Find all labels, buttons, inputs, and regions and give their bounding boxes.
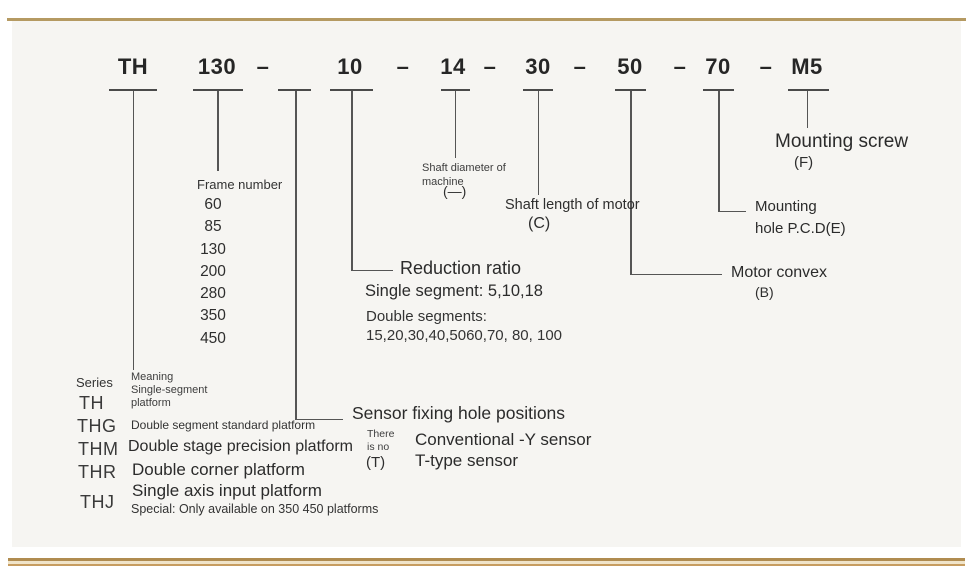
bottom-border-line-outer <box>8 558 965 561</box>
mounting-hole-line2: hole P.C.D(E) <box>755 220 846 237</box>
series-code-th: TH <box>79 393 104 413</box>
leader-line-shaft-diameter <box>454 91 456 158</box>
tick-bar-motor-convex <box>615 89 646 91</box>
sensor-note-line2: is no <box>367 441 390 453</box>
sensor-option-ttype: T-type sensor <box>415 451 518 470</box>
code-separator: – <box>256 54 270 79</box>
tick-bar-frame <box>193 89 243 91</box>
series-label: Series <box>76 375 113 390</box>
code-segment-mounting-screw: M5 <box>791 54 823 79</box>
frame-number-value: 450 <box>200 329 226 347</box>
mounting-screw-label: Mounting screw <box>775 131 909 152</box>
tick-bar-mounting-hole <box>703 89 734 91</box>
frame-number-value: 280 <box>200 285 226 303</box>
tick-bar-reduction <box>330 89 373 91</box>
sensor-note-line1: There <box>367 428 395 440</box>
reduction-single-segment: Single segment: 5,10,18 <box>365 282 543 300</box>
series-thg-meaning: Double segment standard platform <box>131 418 316 432</box>
motor-convex-label: Motor convex <box>731 264 828 281</box>
mounting-hole-line1: Mounting <box>755 198 817 215</box>
code-separator: – <box>573 54 587 79</box>
sensor-title: Sensor fixing hole positions <box>352 403 566 423</box>
series-th-meaning-line1: Meaning <box>131 371 174 383</box>
code-segment-series: TH <box>117 54 149 79</box>
diagram-background <box>12 21 961 547</box>
leader-line-mounting-screw <box>806 91 808 128</box>
code-separator: – <box>483 54 497 79</box>
tick-bar-mounting-screw <box>788 89 829 91</box>
tick-bar-shaft-diameter <box>441 89 470 91</box>
series-code-thr: THR <box>78 462 117 482</box>
leader-line-mounting-hole <box>718 91 720 211</box>
series-th-meaning-line3: platform <box>131 397 171 409</box>
code-separator: – <box>396 54 410 79</box>
leader-elbow-reduction <box>351 269 393 271</box>
leader-elbow-sensor <box>295 418 343 420</box>
code-separator: – <box>673 54 687 79</box>
code-segment-shaft-diameter: 14 <box>440 54 466 79</box>
bottom-border-line-outer2 <box>8 563 965 566</box>
series-thj-note: Special: Only available on 350 450 platf… <box>131 502 379 516</box>
frame-number-value: 85 <box>204 218 222 236</box>
mounting-screw-code: (F) <box>794 154 814 171</box>
series-thj-meaning: Single axis input platform <box>132 481 322 500</box>
shaft-length-label: Shaft length of motor <box>505 197 640 213</box>
leader-elbow-mounting-hole <box>718 210 746 212</box>
code-segment-mounting-hole: 70 <box>705 54 731 79</box>
frame-number-value: 130 <box>200 240 226 258</box>
tick-bar-series <box>109 89 157 91</box>
leader-line-series <box>132 91 134 370</box>
shaft-length-code: (C) <box>528 215 551 232</box>
frame-number-title: Frame number <box>197 177 283 192</box>
series-code-thm: THM <box>78 439 119 459</box>
sensor-note-code: (T) <box>366 454 386 471</box>
series-code-thj: THJ <box>80 492 115 512</box>
motor-convex-code: (B) <box>755 284 774 300</box>
series-thr-meaning: Double corner platform <box>132 460 305 479</box>
tick-bar-sensor-blank <box>278 89 311 91</box>
code-segment-shaft-length: 30 <box>525 54 551 79</box>
tick-bar-shaft-length <box>523 89 553 91</box>
frame-number-list: 60 85 130 200 280 350 450 <box>180 196 246 352</box>
code-segment-reduction: 10 <box>337 54 363 79</box>
leader-line-sensor <box>295 91 297 420</box>
series-th-meaning-line2: Single-segment <box>131 384 208 396</box>
frame-number-value: 200 <box>200 262 226 280</box>
code-segment-frame: 130 <box>197 54 237 79</box>
sensor-option-conventional: Conventional -Y sensor <box>415 430 592 449</box>
leader-line-shaft-length <box>537 91 539 195</box>
leader-line-motor-convex <box>630 91 632 275</box>
leader-line-reduction <box>351 91 353 271</box>
code-separator: – <box>759 54 773 79</box>
reduction-double-values: 15,20,30,40,5060,70, 80, 100 <box>366 327 563 344</box>
bottom-border-line-inner <box>8 560 965 564</box>
frame-number-value: 350 <box>200 307 226 325</box>
shaft-diameter-label: Shaft diameter of machine <box>422 162 506 189</box>
shaft-diameter-line1: Shaft diameter of <box>422 162 506 174</box>
shaft-diameter-line2: machine <box>422 175 464 188</box>
leader-line-frame <box>217 91 219 171</box>
shaft-diameter-code: (—) <box>443 183 467 199</box>
code-segment-motor-convex: 50 <box>617 54 643 79</box>
leader-elbow-motor-convex <box>630 273 722 275</box>
reduction-ratio-title: Reduction ratio <box>400 258 522 278</box>
series-thm-meaning: Double stage precision platform <box>128 438 354 455</box>
sensor-note: There is no <box>367 428 394 454</box>
top-border-line <box>7 18 966 21</box>
reduction-double-label: Double segments: <box>366 308 487 325</box>
frame-number-value: 60 <box>204 196 222 213</box>
mounting-hole-label: Mounting hole P.C.D(E) <box>755 196 846 240</box>
series-code-thg: THG <box>77 416 117 436</box>
